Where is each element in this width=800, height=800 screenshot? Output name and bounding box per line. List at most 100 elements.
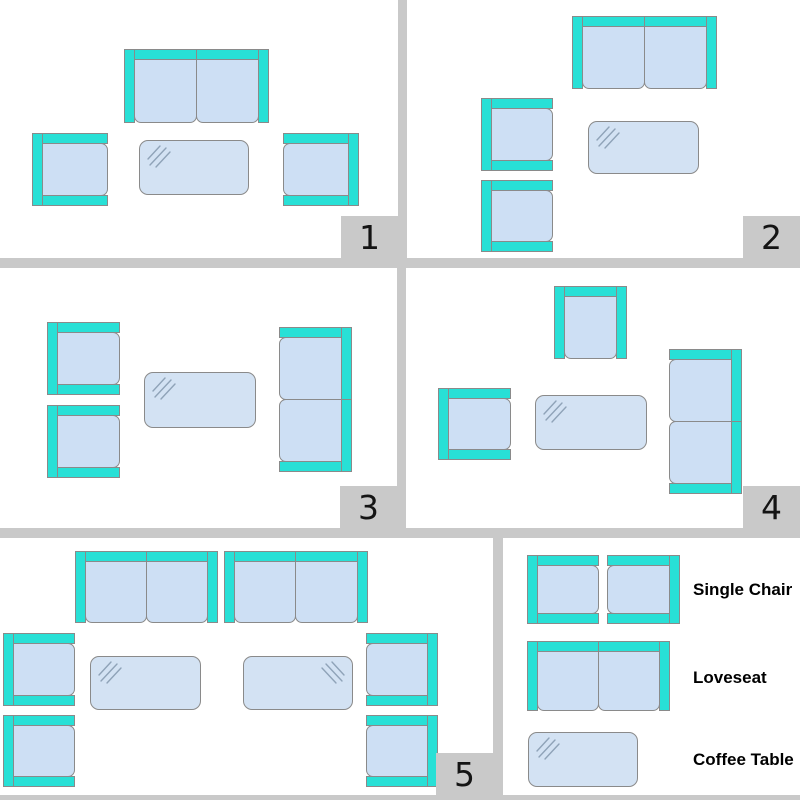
- coffee-table: [588, 121, 699, 174]
- chair-arm: [13, 776, 75, 787]
- single-chair: [366, 633, 438, 706]
- legend-label-coffee-table: Coffee Table: [693, 750, 794, 769]
- single-chair: [607, 555, 680, 624]
- table-sheen-icon: [596, 126, 620, 149]
- single-chair: [32, 133, 108, 206]
- loveseat: [75, 551, 218, 623]
- panel-number: 5: [454, 754, 475, 794]
- panel-5-pieces: [0, 538, 493, 795]
- seat-cushion: [279, 399, 342, 462]
- panel-4-pieces: [406, 268, 800, 528]
- panel-3-pieces: [0, 268, 397, 528]
- chair-arm: [491, 241, 553, 252]
- loveseat: [669, 349, 742, 494]
- coffee-table: [528, 732, 638, 787]
- panel-number: 4: [761, 487, 782, 527]
- chair-arm: [57, 384, 120, 395]
- sofa-arm: [279, 461, 342, 472]
- seat-cushion: [283, 143, 349, 196]
- single-chair: [527, 555, 599, 624]
- panel-number: 3: [358, 487, 379, 527]
- chair-arm: [537, 613, 599, 624]
- loveseat: [572, 16, 717, 89]
- seat-cushion: [366, 643, 428, 696]
- table-sheen-icon: [147, 145, 171, 168]
- chair-back: [669, 555, 680, 624]
- panel-1-pieces: [0, 0, 398, 258]
- seat-cushion: [196, 59, 259, 123]
- seat-cushion: [448, 398, 511, 450]
- seat-cushion: [146, 561, 208, 623]
- legend-label-single-chair: Single Chair: [693, 580, 793, 599]
- coffee-table: [535, 395, 647, 450]
- sofa-arm: [659, 641, 670, 711]
- loveseat: [124, 49, 269, 123]
- seat-cushion: [42, 143, 108, 196]
- layout-panel-1: 1: [0, 0, 398, 258]
- seat-cushion: [644, 26, 707, 89]
- layout-panel-4: 4: [406, 268, 800, 528]
- single-chair: [47, 322, 120, 395]
- single-chair: [47, 405, 120, 478]
- chair-arm: [607, 613, 670, 624]
- seat-cushion: [607, 565, 670, 614]
- single-chair: [283, 133, 359, 206]
- seat-cushion: [134, 59, 197, 123]
- table-sheen-icon: [321, 661, 345, 684]
- seat-cushion: [295, 561, 358, 623]
- seat-cushion: [582, 26, 645, 89]
- chair-arm: [283, 195, 349, 206]
- single-chair: [3, 633, 75, 706]
- layout-panel-5: 5: [0, 538, 493, 795]
- chair-arm: [57, 467, 120, 478]
- seat-cushion: [57, 332, 120, 385]
- seat-cushion: [366, 725, 428, 777]
- loveseat: [279, 327, 352, 472]
- table-sheen-icon: [152, 377, 176, 400]
- table-sheen-icon: [98, 661, 122, 684]
- chair-arm: [13, 695, 75, 706]
- seat-cushion: [234, 561, 296, 623]
- seat-cushion: [537, 651, 599, 711]
- chair-back: [348, 133, 359, 206]
- seat-cushion: [13, 725, 75, 777]
- seat-cushion: [564, 296, 617, 359]
- chair-arm: [491, 160, 553, 171]
- legend-label-loveseat: Loveseat: [693, 668, 767, 687]
- loveseat: [224, 551, 368, 623]
- single-chair: [438, 388, 511, 460]
- sofa-back: [341, 327, 352, 400]
- seat-cushion: [669, 359, 732, 422]
- panel-2-pieces: [407, 0, 800, 258]
- panel-number-badge: 1: [341, 216, 398, 258]
- sofa-arm: [357, 551, 368, 623]
- chair-arm: [366, 776, 428, 787]
- panel-number-badge: 2: [743, 216, 800, 258]
- table-sheen-icon: [543, 400, 567, 423]
- legend-pieces: [503, 538, 800, 795]
- seat-cushion: [598, 651, 660, 711]
- panel-number-badge: 5: [436, 753, 493, 795]
- seat-cushion: [491, 190, 553, 242]
- seat-cushion: [537, 565, 599, 614]
- sofa-arm: [706, 16, 717, 89]
- chair-back: [427, 633, 438, 706]
- coffee-table: [139, 140, 249, 195]
- chair-arm: [448, 449, 511, 460]
- seat-cushion: [279, 337, 342, 400]
- layout-panel-2: 2: [407, 0, 800, 258]
- panel-number-badge: 4: [743, 486, 800, 528]
- panel-number: 1: [359, 217, 380, 257]
- chair-arm: [616, 286, 627, 359]
- panel-number-badge: 3: [340, 486, 397, 528]
- sofa-back: [731, 421, 742, 494]
- seat-cushion: [57, 415, 120, 468]
- sofa-back: [341, 399, 352, 472]
- chair-arm: [366, 695, 428, 706]
- sofa-arm: [258, 49, 269, 123]
- single-chair: [481, 180, 553, 252]
- sofa-arm: [669, 483, 732, 494]
- coffee-table: [243, 656, 353, 710]
- chair-arm: [42, 195, 108, 206]
